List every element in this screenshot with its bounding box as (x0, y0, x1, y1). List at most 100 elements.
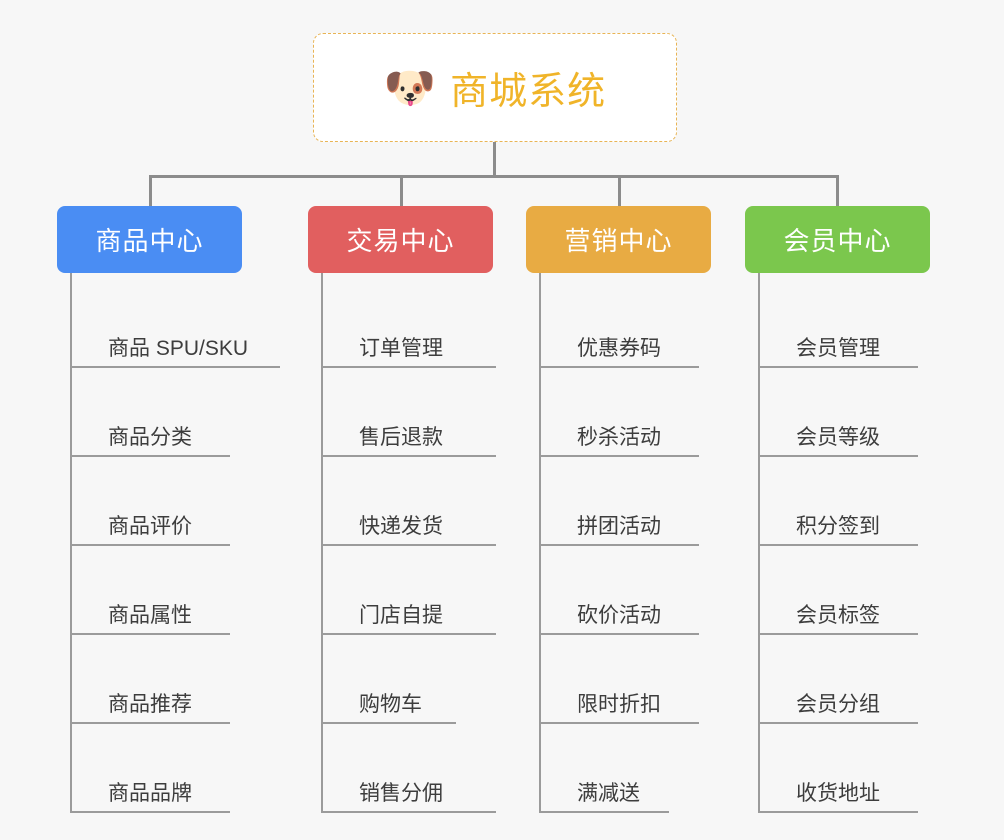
leaf-item-underline (539, 544, 699, 546)
leaf-spine (321, 279, 323, 813)
leaf-item-underline (539, 455, 699, 457)
branch-box-3[interactable]: 营销中心 (526, 206, 711, 273)
leaf-item[interactable]: 商品推荐 (70, 635, 285, 724)
leaf-item-underline (758, 455, 918, 457)
branch-box-1[interactable]: 商品中心 (57, 206, 242, 273)
branch-label-4: 会员中心 (783, 226, 892, 256)
leaf-item[interactable]: 会员分组 (758, 635, 973, 724)
leaf-spine (70, 279, 72, 813)
leaf-item-label: 商品评价 (108, 514, 192, 538)
leaf-column-2: 订单管理售后退款快递发货门店自提购物车销售分佣 (321, 279, 536, 813)
leaf-item[interactable]: 商品 SPU/SKU (70, 279, 285, 368)
leaf-item[interactable]: 售后退款 (321, 368, 536, 457)
leaf-item-label: 订单管理 (359, 336, 443, 360)
leaf-item-label: 购物车 (359, 692, 422, 716)
leaf-item-underline (539, 811, 669, 813)
leaf-item-underline (321, 366, 496, 368)
leaf-item-label: 售后退款 (359, 425, 443, 449)
leaf-item[interactable]: 拼团活动 (539, 457, 754, 546)
leaf-column-4: 会员管理会员等级积分签到会员标签会员分组收货地址 (758, 279, 973, 813)
leaf-item[interactable]: 商品属性 (70, 546, 285, 635)
connector-drop-3 (618, 175, 621, 206)
leaf-item-underline (70, 366, 280, 368)
leaf-item-underline (70, 633, 230, 635)
leaf-item-underline (70, 544, 230, 546)
connector-drop-1 (149, 175, 152, 206)
leaf-item-underline (539, 722, 699, 724)
leaf-spine (758, 279, 760, 813)
leaf-item-label: 砍价活动 (577, 603, 661, 627)
leaf-item-underline (539, 366, 699, 368)
leaf-column-1: 商品 SPU/SKU 商品分类商品评价商品属性商品推荐商品品牌 (70, 279, 285, 813)
leaf-item[interactable]: 限时折扣 (539, 635, 754, 724)
leaf-item[interactable]: 会员管理 (758, 279, 973, 368)
leaf-item-underline (321, 633, 496, 635)
leaf-item[interactable]: 砍价活动 (539, 546, 754, 635)
leaf-item-label: 积分签到 (796, 514, 880, 538)
connector-drop-4 (836, 175, 839, 206)
leaf-item-label: 会员管理 (796, 336, 880, 360)
leaf-item-label: 商品分类 (108, 425, 192, 449)
leaf-item[interactable]: 购物车 (321, 635, 536, 724)
leaf-item-label: 会员等级 (796, 425, 880, 449)
leaf-item-label: 满减送 (577, 781, 640, 805)
leaf-item-label: 收货地址 (796, 781, 880, 805)
leaf-item-underline (321, 455, 496, 457)
leaf-item[interactable]: 收货地址 (758, 724, 973, 813)
connector-branch-tail-1 (70, 273, 72, 283)
leaf-item-label: 限时折扣 (577, 692, 661, 716)
root-node-shop-system[interactable]: 🐶 商城系统 (313, 33, 677, 142)
leaf-item[interactable]: 销售分佣 (321, 724, 536, 813)
leaf-item-underline (758, 366, 918, 368)
leaf-spine (539, 279, 541, 813)
connector-branch-tail-2 (321, 273, 323, 283)
connector-drop-2 (400, 175, 403, 206)
leaf-item-underline (70, 455, 230, 457)
leaf-item[interactable]: 积分签到 (758, 457, 973, 546)
shiba-dog-face-icon: 🐶 (383, 63, 437, 111)
connector-branch-tail-3 (539, 273, 541, 283)
leaf-item-underline (70, 722, 230, 724)
leaf-item[interactable]: 满减送 (539, 724, 754, 813)
leaf-item-underline (321, 544, 496, 546)
leaf-item-label: 商品品牌 (108, 781, 192, 805)
connector-horizontal-bus (150, 175, 838, 178)
leaf-item-underline (758, 811, 918, 813)
leaf-item[interactable]: 快递发货 (321, 457, 536, 546)
branch-label-2: 交易中心 (346, 226, 455, 256)
leaf-item-underline (321, 722, 456, 724)
leaf-item-underline (758, 544, 918, 546)
leaf-item-label: 商品属性 (108, 603, 192, 627)
branch-box-4[interactable]: 会员中心 (745, 206, 930, 273)
connector-branch-tail-4 (758, 273, 760, 283)
leaf-column-3: 优惠券码秒杀活动拼团活动砍价活动限时折扣满减送 (539, 279, 754, 813)
leaf-item-label: 秒杀活动 (577, 425, 661, 449)
leaf-item-label: 拼团活动 (577, 514, 661, 538)
leaf-item[interactable]: 优惠券码 (539, 279, 754, 368)
leaf-item-underline (758, 633, 918, 635)
leaf-item-label: 会员标签 (796, 603, 880, 627)
leaf-item[interactable]: 秒杀活动 (539, 368, 754, 457)
leaf-item-label: 商品 SPU/SKU (108, 336, 249, 360)
connector-root-stem (493, 142, 496, 177)
leaf-item-underline (321, 811, 496, 813)
leaf-item-label: 优惠券码 (577, 336, 661, 360)
leaf-item[interactable]: 商品品牌 (70, 724, 285, 813)
leaf-item[interactable]: 订单管理 (321, 279, 536, 368)
branch-label-1: 商品中心 (95, 226, 204, 256)
leaf-item[interactable]: 门店自提 (321, 546, 536, 635)
leaf-item-label: 商品推荐 (108, 692, 192, 716)
leaf-item-label: 会员分组 (796, 692, 880, 716)
leaf-item[interactable]: 商品分类 (70, 368, 285, 457)
leaf-item-label: 快递发货 (359, 514, 443, 538)
leaf-item-underline (758, 722, 918, 724)
leaf-item[interactable]: 会员等级 (758, 368, 973, 457)
leaf-item[interactable]: 会员标签 (758, 546, 973, 635)
root-node-label: 商城系统 (450, 71, 607, 113)
leaf-item[interactable]: 商品评价 (70, 457, 285, 546)
branch-label-3: 营销中心 (564, 226, 673, 256)
leaf-item-label: 销售分佣 (359, 781, 443, 805)
leaf-item-underline (70, 811, 230, 813)
branch-box-2[interactable]: 交易中心 (308, 206, 493, 273)
